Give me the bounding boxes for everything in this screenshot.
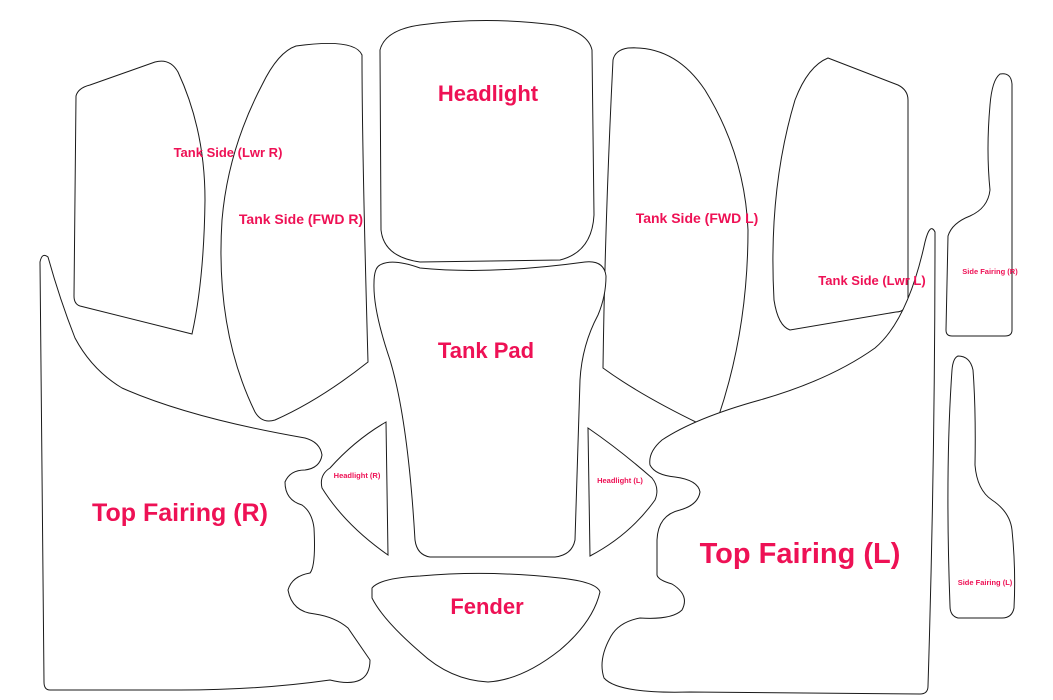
label-tank-side-lwr-l: Tank Side (Lwr L) xyxy=(818,273,925,288)
piece-fender xyxy=(371,572,601,683)
label-side-fairing-l: Side Fairing (L) xyxy=(958,578,1013,587)
label-headlight: Headlight xyxy=(438,81,539,106)
piece-headlight-l xyxy=(587,427,658,557)
label-top-fairing-r: Top Fairing (R) xyxy=(92,499,268,527)
piece-tank-side-fwd-l xyxy=(602,47,749,426)
label-fender: Fender xyxy=(450,594,524,619)
label-headlight-l: Headlight (L) xyxy=(597,476,643,485)
piece-top-fairing-l xyxy=(601,228,936,695)
piece-tank-side-lwr-r xyxy=(73,60,206,335)
piece-tank-pad xyxy=(373,261,607,558)
label-tank-side-fwd-r: Tank Side (FWD R) xyxy=(239,211,363,227)
piece-tank-side-fwd-r xyxy=(220,42,369,422)
label-tank-side-fwd-l: Tank Side (FWD L) xyxy=(636,210,759,226)
label-headlight-r: Headlight (R) xyxy=(334,471,381,480)
label-tank-pad: Tank Pad xyxy=(438,338,534,363)
label-top-fairing-l: Top Fairing (L) xyxy=(700,538,901,570)
piece-top-fairing-r xyxy=(39,254,371,691)
piece-side-fairing-r xyxy=(945,73,1013,337)
label-tank-side-lwr-r: Tank Side (Lwr R) xyxy=(174,145,283,160)
label-side-fairing-r: Side Fairing (R) xyxy=(962,267,1018,276)
piece-headlight xyxy=(379,20,595,263)
piece-headlight-r xyxy=(320,421,389,556)
piece-side-fairing-l xyxy=(947,355,1016,619)
piece-tank-side-lwr-l xyxy=(772,57,909,331)
